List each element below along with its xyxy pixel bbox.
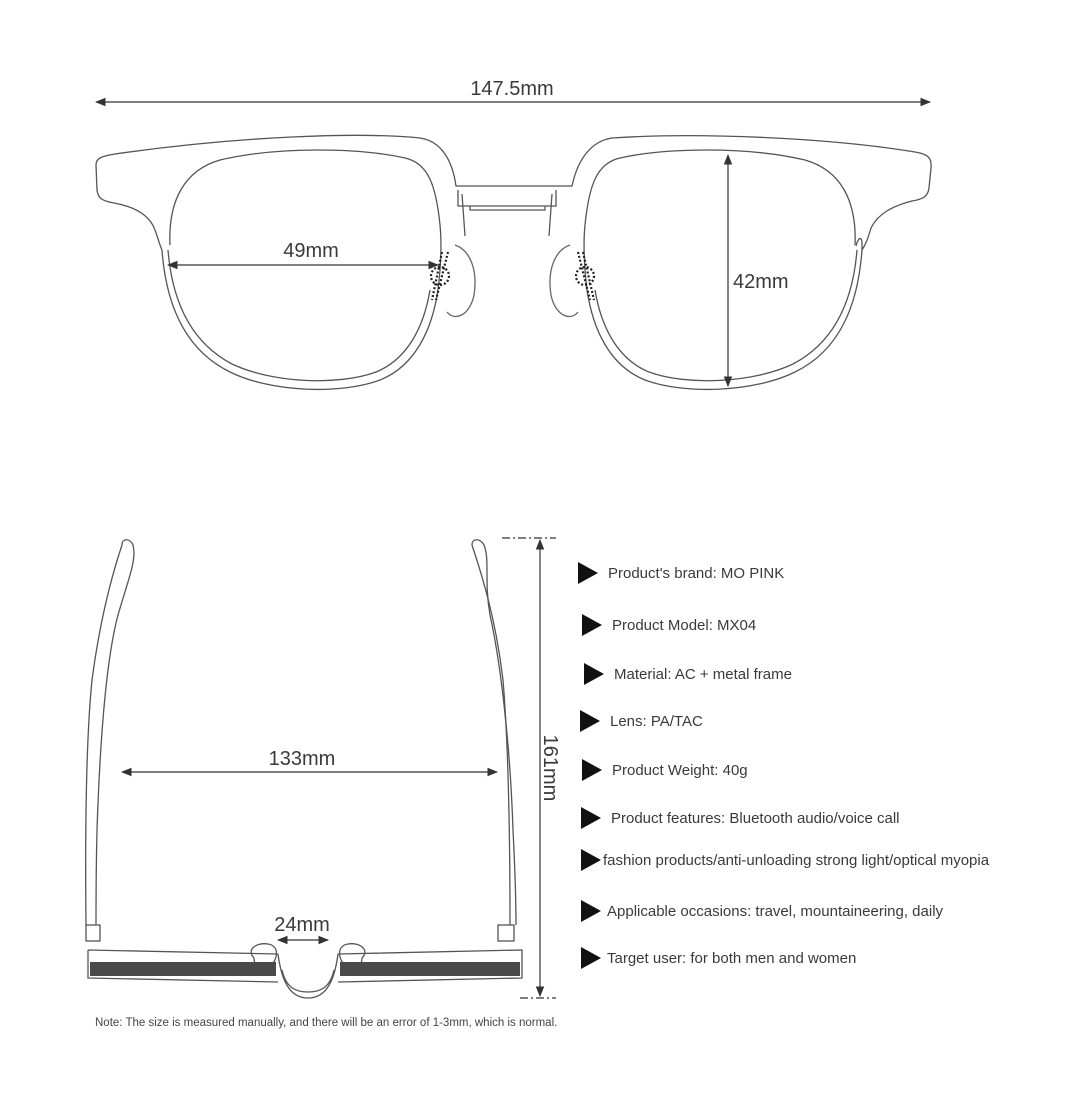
play-triangle-icon: [580, 710, 600, 732]
measurement-note: Note: The size is measured manually, and…: [95, 1017, 558, 1029]
spec-item-occasions: Applicable occasions: travel, mountainee…: [581, 896, 943, 926]
play-triangle-icon: [582, 759, 602, 781]
spec-text: Target user: for both men and women: [607, 949, 857, 967]
lens-height-label: 42mm: [733, 271, 789, 293]
spec-item-features: Product features: Bluetooth audio/voice …: [581, 803, 900, 833]
lens-width-label: 49mm: [283, 240, 339, 262]
spec-item-fashion: fashion products/anti-unloading strong l…: [581, 845, 989, 875]
temple-length-label: 161mm: [539, 735, 561, 802]
spec-item-lens: Lens: PA/TAC: [580, 706, 703, 736]
spec-item-model: Product Model: MX04: [582, 610, 756, 640]
spec-text: Product Model: MX04: [612, 616, 757, 634]
spec-text: Product Weight: 40g: [612, 761, 748, 779]
spec-item-brand: Product's brand: MO PINK: [578, 558, 784, 588]
play-triangle-icon: [578, 562, 598, 584]
play-triangle-icon: [581, 947, 601, 969]
spec-text: Product's brand: MO PINK: [608, 564, 785, 582]
front-view: [95, 134, 932, 391]
bridge-label: 24mm: [274, 914, 330, 936]
play-triangle-icon: [581, 849, 601, 871]
spec-text: Lens: PA/TAC: [610, 712, 703, 730]
play-triangle-icon: [582, 614, 602, 636]
play-triangle-icon: [581, 900, 601, 922]
spec-item-weight: Product Weight: 40g: [582, 755, 748, 785]
spec-text: Material: AC + metal frame: [614, 665, 792, 683]
total-width-label: 147.5mm: [470, 78, 553, 100]
spec-text: fashion products/anti-unloading strong l…: [603, 851, 990, 869]
temple-span-label: 133mm: [269, 748, 336, 770]
front-dimension-lines: [94, 97, 932, 388]
top-view: [85, 539, 523, 999]
frame-bar-fill: [90, 962, 276, 976]
play-triangle-icon: [584, 663, 604, 685]
top-dimension-lines: [120, 537, 556, 999]
spec-item-target-user: Target user: for both men and women: [581, 943, 856, 973]
frame-bar-fill-right: [340, 962, 520, 976]
spec-item-material: Material: AC + metal frame: [584, 659, 792, 689]
spec-text: Product features: Bluetooth audio/voice …: [611, 809, 900, 827]
play-triangle-icon: [581, 807, 601, 829]
spec-text: Applicable occasions: travel, mountainee…: [607, 902, 944, 920]
